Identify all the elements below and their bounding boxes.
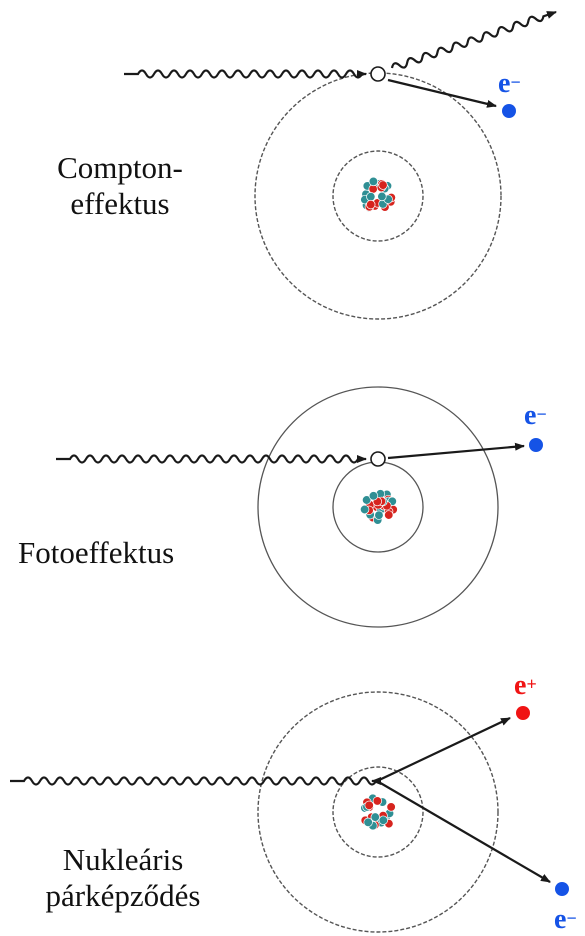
pair-production-title: Nukleáris párképződés (18, 842, 228, 914)
proton-icon (372, 796, 383, 806)
proton-icon (366, 199, 376, 210)
pair-production-positron-sign: + (526, 674, 537, 694)
compton-electron-symbol: e (498, 68, 511, 99)
compton-title-line-2: effektus (70, 186, 170, 221)
pair-production-positron-label: e+ (514, 672, 537, 700)
compton-electron-dot (502, 104, 516, 118)
compton-electron-arrow (387, 78, 497, 108)
compton-incident-photon-arrow (124, 69, 367, 79)
neutron-icon (361, 495, 372, 505)
proton-icon (378, 180, 388, 190)
compton-scattered-photon-arrow-group (390, 10, 557, 69)
neutron-icon (368, 491, 379, 501)
pair-production-nucleus-icon (360, 793, 396, 831)
compton-electron-label: e− (498, 70, 521, 98)
compton-scattered-photon-arrow (390, 10, 557, 69)
pair-production-positron-arrow (376, 717, 511, 782)
compton-nucleus-icon (360, 176, 396, 213)
pair-production-electron-label: e− (554, 906, 577, 934)
photoelectric-nucleus-icon (359, 489, 398, 525)
pair-production-incident-photon-arrow (10, 776, 381, 786)
pair-production-electron-sign: − (566, 908, 577, 928)
pair-production-electron-arrow (376, 780, 551, 883)
neutron-icon (368, 176, 379, 187)
pair-production-title-line-2: párképződés (45, 878, 201, 913)
compton-title-line-1: Compton- (57, 150, 183, 185)
pair-production-positron-symbol: e (514, 670, 527, 701)
pair-production-electron-symbol: e (554, 904, 567, 935)
pair-production-positron-dot (516, 706, 530, 720)
neutron-icon (366, 192, 376, 202)
neutron-icon (378, 815, 388, 825)
photoelectric-electron-symbol: e (524, 400, 537, 431)
compton-electron-sign: − (510, 72, 521, 92)
photoelectric-incident-photon-arrow (56, 454, 367, 464)
photoelectric-title: Fotoeffektus (18, 535, 218, 571)
proton-icon (364, 800, 374, 810)
photoelectric-electron-sign: − (536, 404, 547, 424)
compton-inner-orbit (332, 150, 424, 242)
proton-icon (386, 802, 396, 812)
proton-icon (384, 510, 394, 520)
pair-production-inner-orbit (332, 766, 424, 858)
neutron-icon (374, 510, 384, 520)
pair-production-outer-orbit (257, 691, 499, 933)
compton-target-electron (370, 66, 386, 82)
photoelectric-outer-orbit (257, 386, 499, 628)
neutron-icon (370, 812, 380, 822)
pair-production-electron-dot (555, 882, 569, 896)
photoelectric-electron-label: e− (524, 402, 547, 430)
neutron-icon (363, 817, 373, 827)
photoelectric-electron-arrow (387, 442, 525, 460)
pair-production-title-line-1: Nukleáris (62, 842, 184, 877)
compton-title: Compton- effektus (40, 150, 200, 222)
photoelectric-target-electron (370, 451, 386, 467)
photoelectric-electron-dot (529, 438, 543, 452)
neutron-icon (377, 191, 387, 202)
neutron-icon (359, 504, 370, 515)
photoelectric-title-line-1: Fotoeffektus (18, 535, 175, 570)
